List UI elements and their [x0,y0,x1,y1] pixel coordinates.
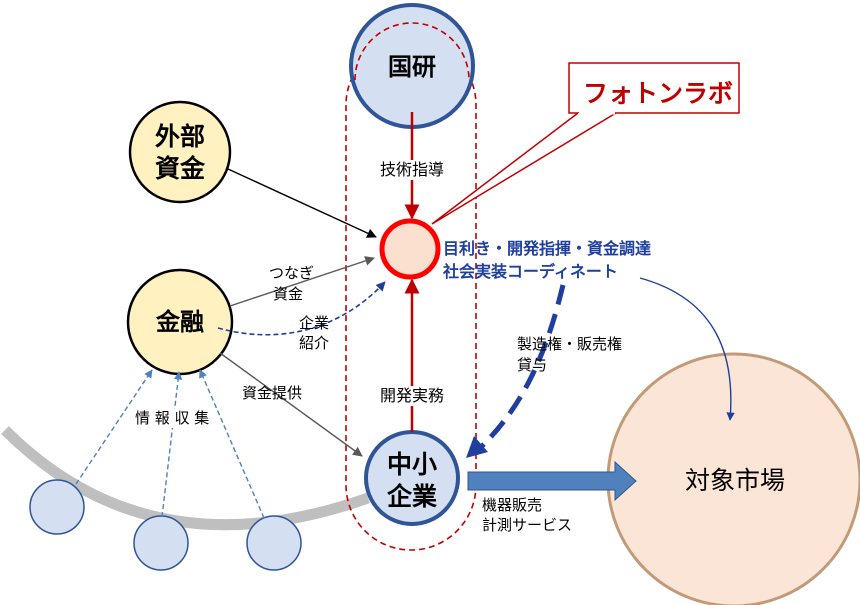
sales-label-2: 計測サービス [482,516,573,534]
sales-label-1: 機器販売 [482,496,543,514]
rights-lending-arrowhead [466,436,488,458]
external-funding-label-1: 外部 [154,122,205,151]
coordinator-role-2: 社会実装コーディネート [443,262,618,281]
kokken-dashed-arc [354,22,470,81]
tech-guidance-label: 技術指導 [380,160,445,180]
external-funding-node [128,100,232,204]
network-node-3 [246,515,302,571]
external-funding-label-2: 資金 [154,154,205,183]
target-market-label: 対象市場 [684,466,785,495]
company-intro-label-2: 紹介 [299,334,330,352]
info-arrow-1 [75,369,153,485]
coordination-arrow [639,277,735,421]
photon-lab-callout: フォトンラボ [583,79,734,108]
network-node-2 [133,515,189,571]
photon-lab-node [379,218,441,280]
network-node-1 [29,479,85,535]
rights-lending-arrow [476,284,566,452]
rights-lending-label-2: 貸与 [517,356,548,374]
dev-work-label: 開発実務 [380,386,445,406]
info-collection-label: 情 報 収 集 [135,409,210,428]
sme-label-1: 中小 [386,450,437,479]
bridge-funding-label-1: つなぎ [269,264,315,282]
company-intro-arrow [217,281,386,336]
bridge-funding-label-2: 資金 [273,285,304,303]
info-arrow-2 [161,371,183,518]
info-arrow-3 [199,369,265,519]
kokken-label: 国研 [388,53,436,81]
photon-lab-callout-box [568,62,740,114]
finance-label: 金融 [156,308,204,336]
external-funding-arrow [227,168,377,238]
fund-provision-label: 資金提供 [242,384,303,402]
sme-label-2: 企業 [386,482,437,511]
bridge-funding-arrow [229,256,375,307]
sales-arrow [467,460,637,502]
company-intro-label-1: 企業 [299,314,330,332]
rights-lending-label-1: 製造権・販売権 [517,335,623,353]
fund-provision-arrow [219,352,363,457]
callout-pointer [431,112,617,225]
coordinator-role-1: 目利き・開発指揮・資金調達 [443,239,652,258]
